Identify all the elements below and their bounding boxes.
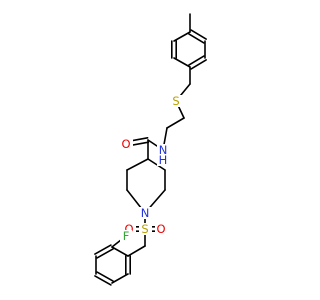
bonds xyxy=(94,13,207,286)
bond-a3-a4-a xyxy=(188,55,205,66)
bond-b2-b3 xyxy=(111,273,129,284)
atom-o-sulfonyl-right: O xyxy=(155,222,168,236)
atom-n-amide: N xyxy=(157,143,170,157)
bond-b3-b4-a xyxy=(96,271,114,282)
atom-o-carbonyl: O xyxy=(120,137,133,151)
atom-s-thioether: S xyxy=(170,94,182,108)
atom-f: F xyxy=(120,229,132,243)
bond-p4-p3 xyxy=(147,158,166,171)
atom-o-sulfonyl-right-label: O xyxy=(156,222,165,236)
atom-n-ring-label: N xyxy=(141,206,150,220)
atom-s-thioether-label: S xyxy=(172,94,179,108)
atom-o-carbonyl-label: O xyxy=(121,137,130,151)
atom-labels: S N H O N S O O xyxy=(120,94,182,243)
bond-a4-a5 xyxy=(173,57,191,68)
bond-ch2b-b1 xyxy=(127,245,146,257)
atom-f-label: F xyxy=(123,229,130,243)
bond-b5-b6-b xyxy=(94,244,112,255)
bond-a1-a2-b xyxy=(190,29,207,40)
bond-ca-cb xyxy=(166,117,185,129)
atom-s-sulfonyl: S xyxy=(139,222,152,236)
atom-h-amide-label: H xyxy=(159,153,168,167)
bond-p5-p4 xyxy=(126,158,149,171)
bond-b5-b6-a xyxy=(96,248,114,259)
atom-o-sulfonyl-left-label: O xyxy=(124,222,133,236)
bond-a3-a4-b xyxy=(190,59,207,70)
atom-n-amide-label: N xyxy=(159,143,168,157)
atom-h-amide: H xyxy=(157,153,170,167)
molecule-structure-diagram: S N H O N S O O xyxy=(94,13,207,286)
bond-b3-b4-b xyxy=(94,275,112,286)
bond-b6-b1 xyxy=(111,246,129,257)
atom-s-sulfonyl-label: S xyxy=(141,222,148,236)
bond-a1-a2-a xyxy=(188,33,205,44)
atom-n-ring: N xyxy=(139,206,152,220)
bond-a6-a1 xyxy=(173,31,191,42)
